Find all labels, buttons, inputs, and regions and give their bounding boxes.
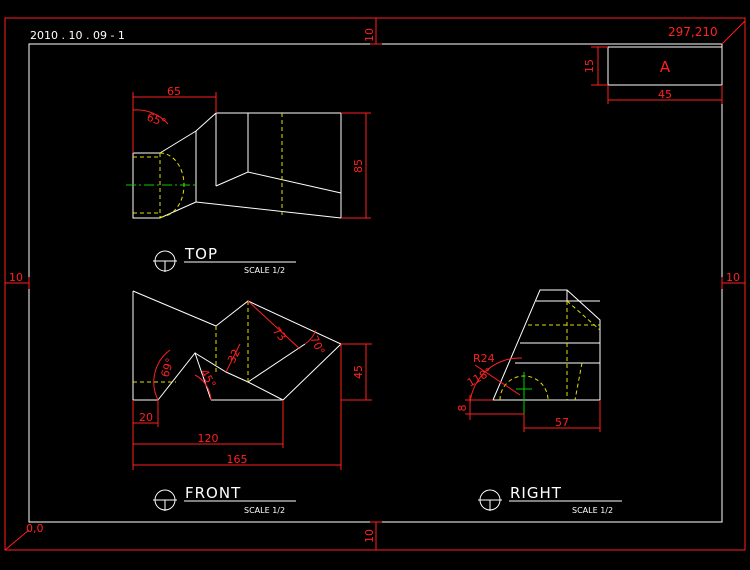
right-view-title-text: RIGHT [510, 484, 562, 502]
right-dim-radius-label: R24 [473, 352, 495, 365]
front-dim-69-arc [153, 349, 171, 401]
right-view-title: RIGHT SCALE 1/2 [478, 484, 622, 515]
front-view-title: FRONT SCALE 1/2 [153, 484, 296, 515]
front-dim-20-label: 20 [139, 411, 153, 424]
right-view-hidden-d [574, 362, 583, 401]
right-view-outline [492, 289, 601, 401]
right-dim-radius-arc [469, 357, 523, 404]
front-dim-120-label: 120 [198, 432, 219, 445]
front-dim-32-line [225, 343, 241, 373]
top-view-title: TOP SCALE 1/2 [153, 245, 296, 275]
top-dim-angle-label: 65° [145, 111, 168, 130]
top-dim-65-label: 65 [167, 85, 181, 98]
origin-leader [4, 529, 30, 551]
title-block-letter: A [660, 58, 671, 76]
top-view-top-edge [159, 112, 341, 154]
right-view-hidden-c [566, 300, 601, 331]
left-margin-label: 10 [9, 271, 23, 284]
outer-border [4, 17, 746, 551]
sheet-frame [4, 17, 746, 551]
front-view-top-slope-left [132, 290, 217, 327]
front-dim-70-label: 70° [307, 334, 327, 357]
sheet-size-leader [721, 20, 746, 45]
front-dim-69-label: 69° [158, 356, 176, 379]
right-dim-57-label: 57 [555, 416, 569, 429]
tb-height-label: 15 [583, 59, 596, 73]
front-view-inner-step [194, 352, 284, 401]
top-view-title-text: TOP [184, 245, 218, 263]
margin-dimensions: 10 10 10 10 [4, 17, 746, 551]
origin-label: 0,0 [26, 522, 44, 535]
title-block: A 15 45 [583, 46, 723, 104]
front-view-inner-edge [247, 343, 306, 383]
front-dim-45a-arc [194, 374, 212, 401]
front-dim-73-line [247, 300, 301, 350]
top-view-middle-edge [215, 171, 342, 194]
top-view: 65 65° 85 [126, 85, 371, 219]
front-dim-32-label: 32 [225, 347, 243, 365]
top-view-bottom-slope [195, 201, 342, 219]
right-margin-label: 10 [726, 271, 740, 284]
right-dim-8-label: 8 [456, 405, 469, 412]
right-view: R24 118° 8 57 [456, 289, 601, 432]
sheet-size-label: 297,210 [668, 25, 718, 39]
date-code: 2010 . 10 . 09 - 1 [30, 29, 125, 42]
bottom-margin-label: 10 [363, 529, 376, 543]
top-dim-85-label: 85 [352, 159, 365, 173]
top-view-scale: SCALE 1/2 [244, 266, 285, 275]
top-margin-label: 10 [363, 28, 376, 42]
top-dim-angle-arc [132, 109, 169, 125]
front-dim-45-label: 45 [352, 365, 365, 379]
right-dim-radius-leader [474, 364, 521, 396]
front-view-title-text: FRONT [185, 484, 241, 502]
front-dim-73-label: 73 [270, 325, 289, 344]
front-dim-70-arc [304, 329, 317, 345]
right-dim-angle-label: 118° [465, 365, 494, 390]
front-dim-165-label: 165 [227, 453, 248, 466]
front-view: 20 120 165 45 69° 45° 32 73 70° [132, 290, 372, 470]
front-view-scale: SCALE 1/2 [244, 506, 285, 515]
tb-width-label: 45 [658, 88, 672, 101]
title-block-box [607, 46, 723, 86]
right-view-scale: SCALE 1/2 [572, 506, 613, 515]
